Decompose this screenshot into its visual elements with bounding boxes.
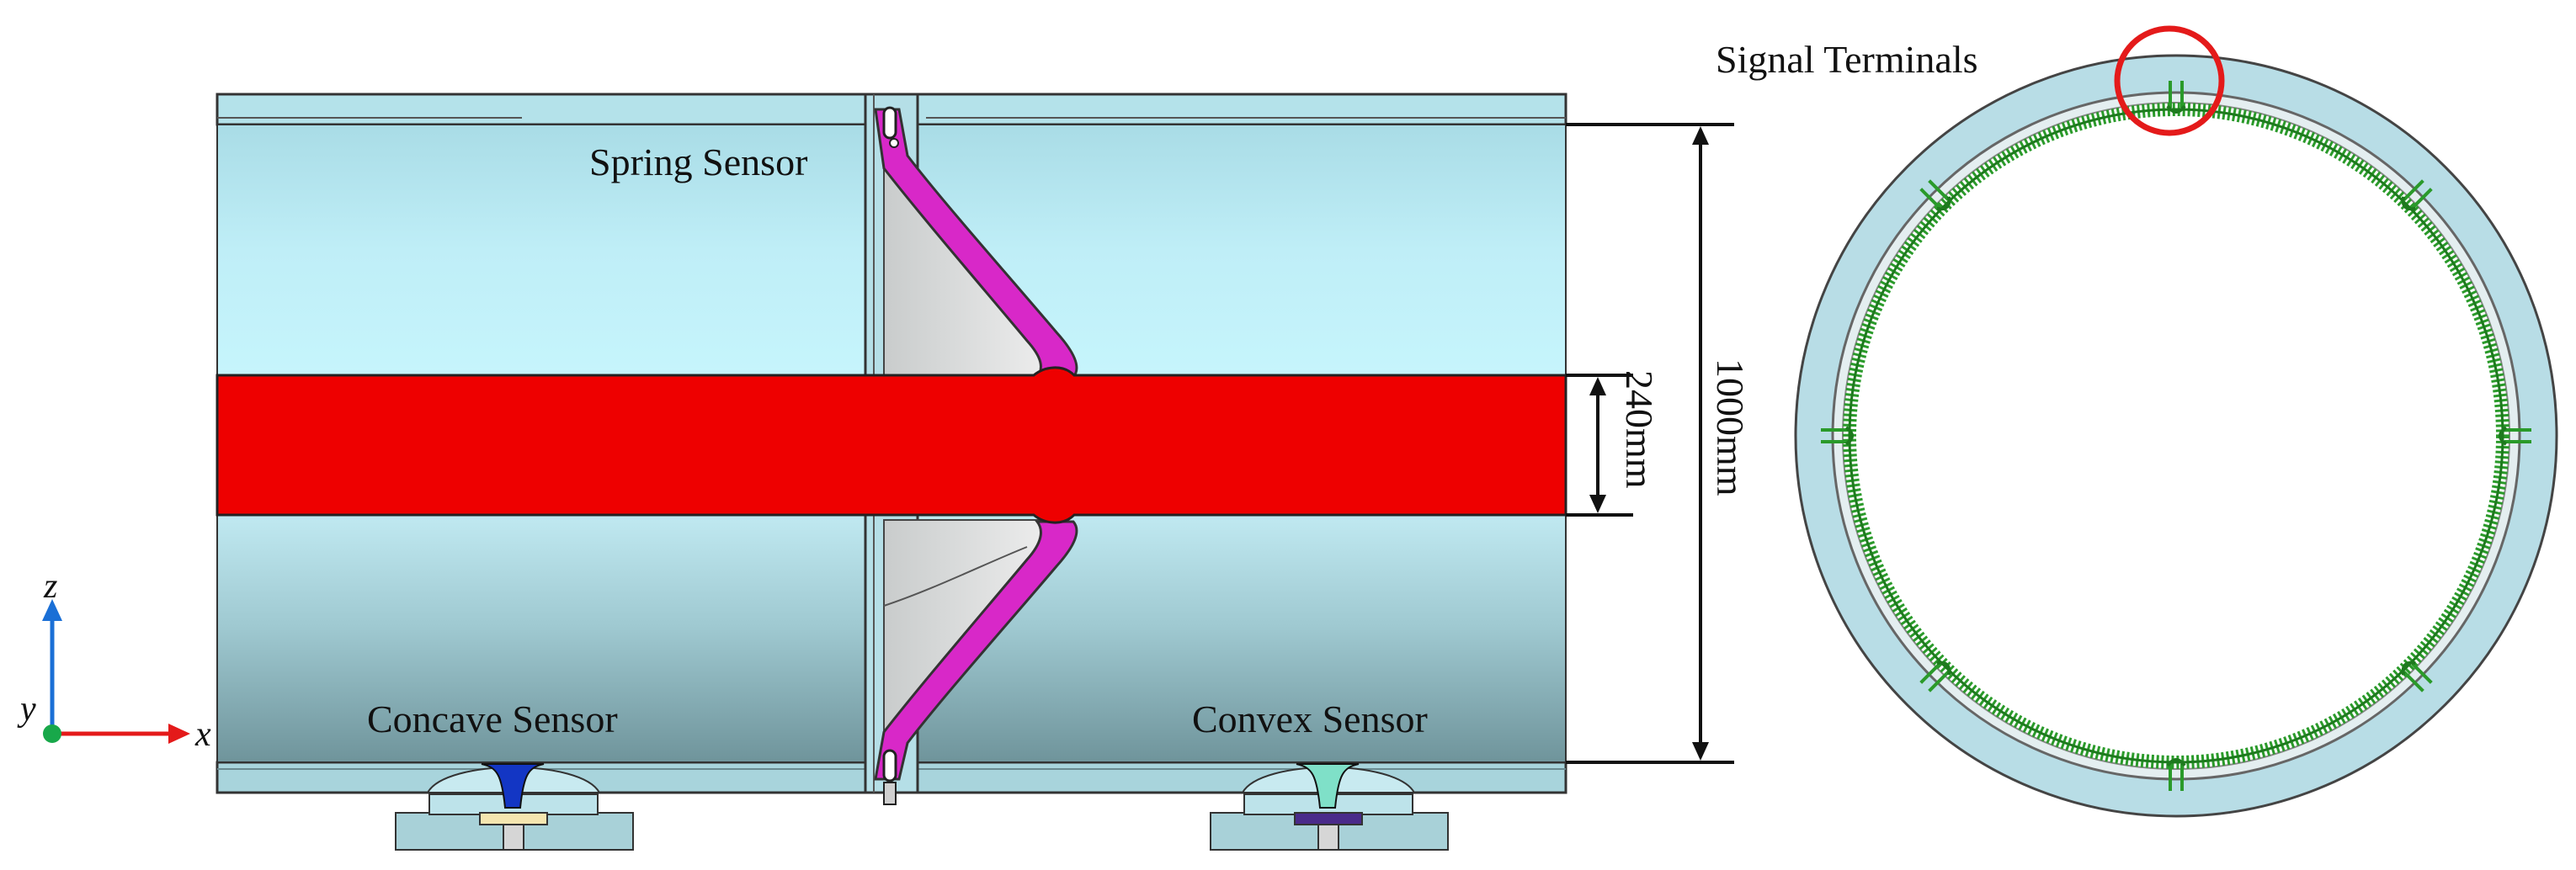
convex-sensor-housing bbox=[1210, 763, 1449, 851]
concave-sensor-label: Concave Sensor bbox=[367, 698, 618, 740]
signal-terminal bbox=[2166, 81, 2186, 114]
signal-terminal bbox=[2166, 758, 2186, 791]
spring-sensor-label: Spring Sensor bbox=[589, 141, 807, 183]
signal-terminal bbox=[1919, 660, 1951, 692]
convex-sensor-core bbox=[1296, 763, 1360, 809]
signal-terminal bbox=[1821, 426, 1854, 446]
spring-sensor-band-lower bbox=[874, 520, 1078, 781]
concave-sensor-core bbox=[481, 763, 545, 809]
axis-origin bbox=[43, 724, 61, 743]
convex-sensor-label: Convex Sensor bbox=[1192, 698, 1428, 740]
signal-terminal bbox=[1919, 179, 1951, 211]
dimension-inner bbox=[1566, 374, 1633, 517]
axis-y-label: y bbox=[17, 690, 36, 729]
signal-terminals-label: Signal Terminals bbox=[1716, 38, 1978, 81]
signal-terminal bbox=[2499, 426, 2531, 446]
dimension-outer-label: 1000mm bbox=[1709, 358, 1752, 496]
signal-terminal-markers bbox=[1821, 81, 2531, 791]
signal-terminal bbox=[2401, 660, 2433, 692]
dimension-inner-label: 240mm bbox=[1618, 370, 1661, 489]
dimension-outer bbox=[1566, 123, 1734, 764]
flow-band bbox=[216, 366, 1567, 524]
signal-terminal bbox=[2401, 179, 2433, 211]
axis-z-label: z bbox=[43, 567, 57, 606]
coordinate-axes bbox=[42, 599, 190, 744]
concave-sensor-housing bbox=[395, 763, 634, 851]
axis-x-label: x bbox=[194, 715, 211, 754]
signal-terminal-highlight bbox=[2114, 25, 2225, 136]
ring-cross-section bbox=[1794, 25, 2558, 818]
